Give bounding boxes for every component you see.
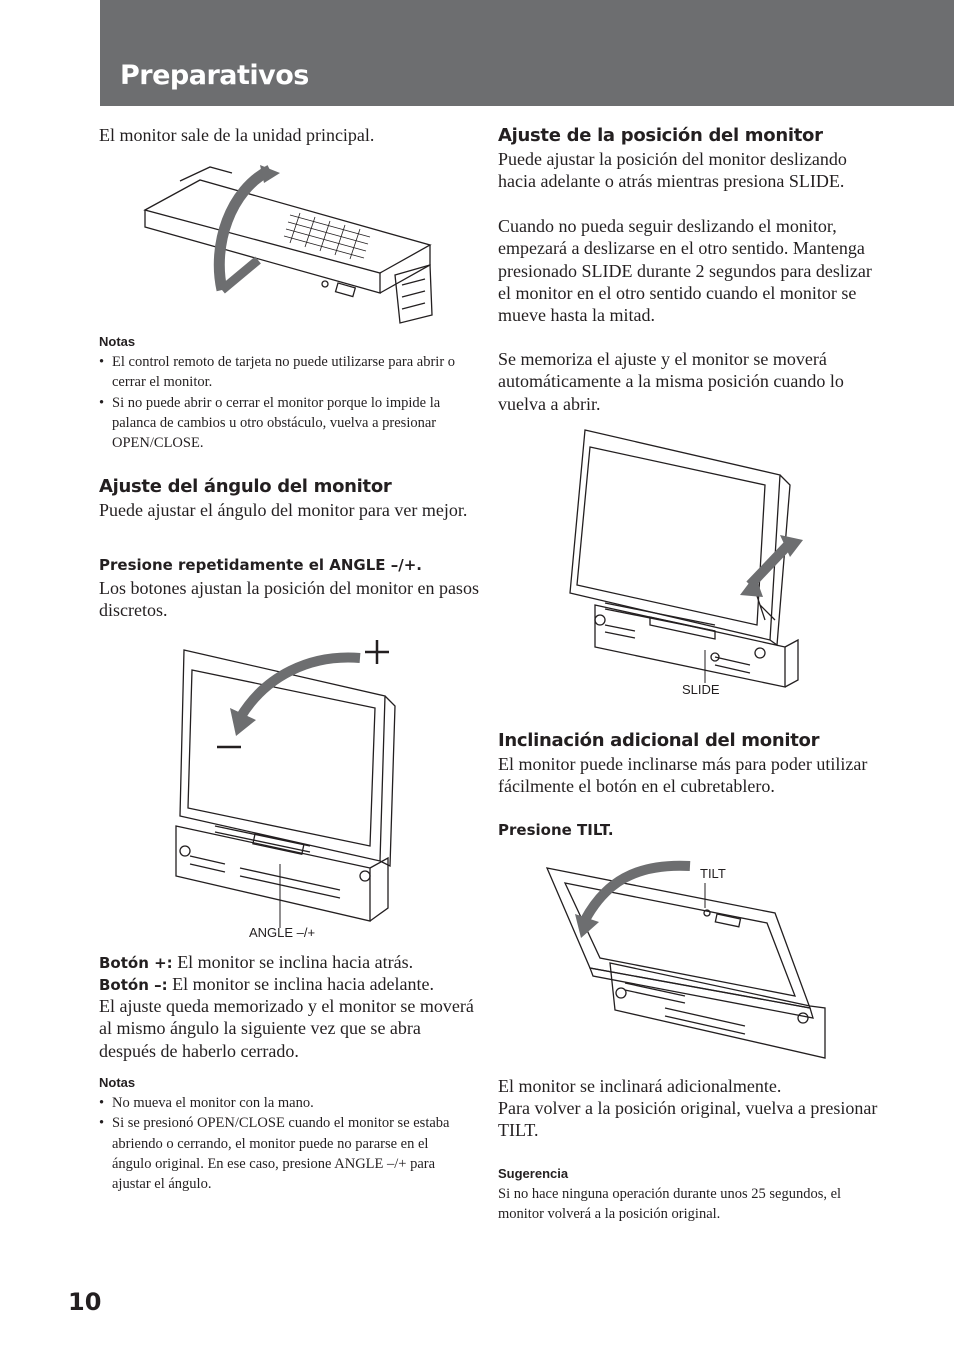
list-item: El control remoto de tarjeta no puede ut… — [99, 352, 474, 393]
plus-label: Botón +: — [99, 954, 173, 972]
plus-line: Botón +: El monitor se inclina hacia atr… — [99, 951, 489, 974]
slide-label: SLIDE — [682, 682, 720, 697]
angle-memo: El ajuste queda memorizado y el monitor … — [99, 996, 474, 1061]
monitor-out-figure — [143, 165, 433, 324]
list-item: No mueva el monitor con la mano. — [99, 1093, 459, 1114]
page-number: 10 — [68, 1288, 102, 1316]
tilt-figure — [545, 860, 826, 1059]
position-heading: Ajuste de la posición del monitor — [498, 125, 823, 146]
list-item: Si se presionó OPEN/CLOSE cuando el moni… — [99, 1113, 459, 1194]
minus-text: El monitor se inclina hacia adelante. — [172, 974, 435, 994]
notes1-list: El control remoto de tarjeta no puede ut… — [99, 352, 474, 453]
position-p2: Cuando no pueda seguir deslizando el mon… — [498, 216, 872, 326]
angle-label: ANGLE –/+ — [249, 925, 316, 940]
angle-figure — [175, 640, 396, 928]
plus-text: El monitor se inclina hacia atrás. — [177, 952, 414, 972]
notes2-heading: Notas — [99, 1075, 136, 1090]
tip-heading: Sugerencia — [498, 1166, 569, 1181]
angle-heading: Ajuste del ángulo del monitor — [99, 476, 392, 497]
position-p3: Se memoriza el ajuste y el monitor se mo… — [498, 349, 844, 414]
tilt-after2: Para volver a la posición original, vuel… — [498, 1098, 878, 1141]
tilt-step: Presione TILT. — [498, 821, 614, 839]
page-title: Preparativos — [120, 60, 309, 91]
angle-step: Presione repetidamente el ANGLE –/+. — [99, 556, 422, 574]
tilt-label: TILT — [700, 866, 726, 881]
notes2-list: No mueva el monitor con la mano. Si se p… — [99, 1093, 459, 1194]
angle-body: Puede ajustar el ángulo del monitor para… — [99, 500, 468, 520]
angle-step-body: Los botones ajustan la posición del moni… — [99, 578, 479, 621]
position-p1: Puede ajustar la posición del monitor de… — [498, 149, 847, 192]
slide-figure — [569, 429, 803, 688]
tilt-after1: El monitor se inclinará adicionalmente. — [498, 1076, 782, 1096]
notes1-heading: Notas — [99, 334, 136, 349]
tilt-heading: Inclinación adicional del monitor — [498, 730, 820, 751]
list-item: Si no puede abrir o cerrar el monitor po… — [99, 393, 474, 454]
tilt-body: El monitor puede inclinarse más para pod… — [498, 754, 868, 797]
minus-label: Botón –: — [99, 976, 168, 994]
header-band — [100, 0, 954, 106]
tip-text: Si no hace ninguna operación durante uno… — [498, 1186, 842, 1223]
intro-text: El monitor sale de la unidad principal. — [99, 125, 375, 145]
minus-line: Botón –: El monitor se inclina hacia ade… — [99, 973, 489, 996]
